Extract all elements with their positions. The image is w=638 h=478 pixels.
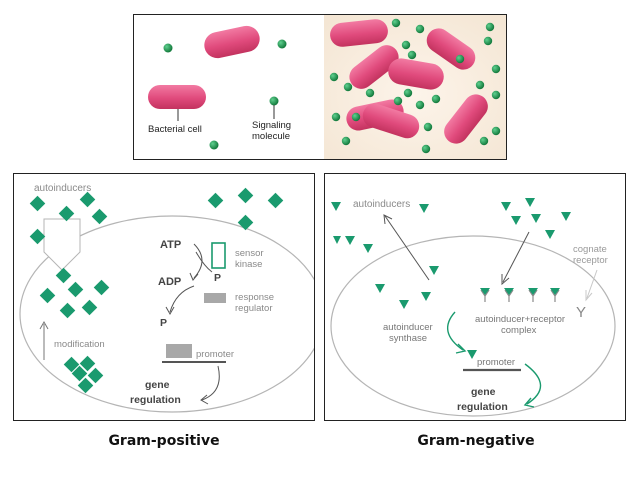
- gn-export-arrow: [383, 214, 430, 281]
- sensor-label-line2: kinase: [235, 259, 262, 270]
- transporter-channel: [43, 218, 81, 271]
- adp-label: ADP: [158, 276, 181, 288]
- atp-adp-arrow: [193, 243, 203, 279]
- response-label-line2: regulator: [235, 303, 273, 314]
- gram-positive-diagram: autoinducers: [19, 183, 314, 413]
- gram-negative-caption: Gram-negative: [417, 433, 535, 449]
- promoter-box: [166, 344, 192, 358]
- atp-label: ATP: [160, 239, 181, 251]
- bacterial-cell-label: Bacterial cell: [148, 124, 202, 135]
- cognate-pointer: [586, 269, 598, 299]
- sensor-kinase-box: [211, 242, 226, 269]
- gn-gene-label-line2: regulation: [457, 401, 508, 413]
- bacterium-left-bottom: [148, 85, 206, 109]
- gp-gene-label-line1: gene: [145, 379, 170, 391]
- bacteria-illustration: Bacterial cell Signaling molecule: [134, 15, 506, 159]
- gp-gene-regulation-arrow: [201, 365, 220, 401]
- synthase-label-line1: autoinducer: [383, 322, 433, 333]
- top-panel: Bacterial cell Signaling molecule: [133, 14, 507, 160]
- gn-autoinducers-label: autoinducers: [353, 199, 410, 210]
- complex-label-line2: complex: [501, 325, 537, 336]
- modification-arrow: [39, 320, 49, 360]
- receptor-y-glyph: Y: [576, 304, 586, 321]
- signaling-molecules-right: [329, 18, 501, 154]
- receptor-complexes: [480, 289, 560, 302]
- gp-autoinducers-label: autoinducers: [34, 183, 91, 194]
- signaling-molecules-left: [163, 39, 287, 150]
- phosphate-transfer-arrow: [169, 285, 195, 313]
- complex-label-line1: autoinducer+receptor: [475, 314, 565, 325]
- gn-import-arrow: [501, 231, 530, 286]
- gram-positive-caption: Gram-positive: [108, 433, 220, 449]
- gn-gene-regulation-arrow: [524, 363, 542, 405]
- signaling-label-line2: molecule: [252, 131, 290, 142]
- response-label-line1: response: [235, 292, 274, 303]
- bacterium-left-top: [204, 25, 260, 59]
- gn-complex-to-promoter-arrow: [446, 311, 464, 351]
- response-regulator-box: [204, 293, 226, 303]
- signaling-label-line1: Signaling: [252, 120, 291, 131]
- gram-negative-cell-membrane: [330, 235, 616, 417]
- cognate-label-line2: receptor: [573, 255, 608, 266]
- gn-promoter-label: promoter: [477, 357, 515, 368]
- gn-autoinducer-triangles: [331, 198, 571, 359]
- sensor-phosphate-label: P: [214, 272, 221, 284]
- modification-label: modification: [54, 339, 105, 350]
- sensor-label-line1: sensor: [235, 248, 264, 259]
- gp-gene-label-line2: regulation: [130, 394, 181, 406]
- gram-negative-diagram: autoinducers: [330, 198, 616, 417]
- gram-negative-panel: autoinducers: [324, 173, 626, 421]
- bacteria-cluster-right: [330, 19, 488, 144]
- gp-promoter-label: promoter: [196, 349, 234, 360]
- cognate-label-line1: cognate: [573, 244, 607, 255]
- synthase-label-line2: synthase: [389, 333, 427, 344]
- gram-positive-panel: autoinducers: [13, 173, 315, 421]
- gn-gene-label-line1: gene: [471, 386, 496, 398]
- regulator-phosphate-label: P: [160, 317, 167, 329]
